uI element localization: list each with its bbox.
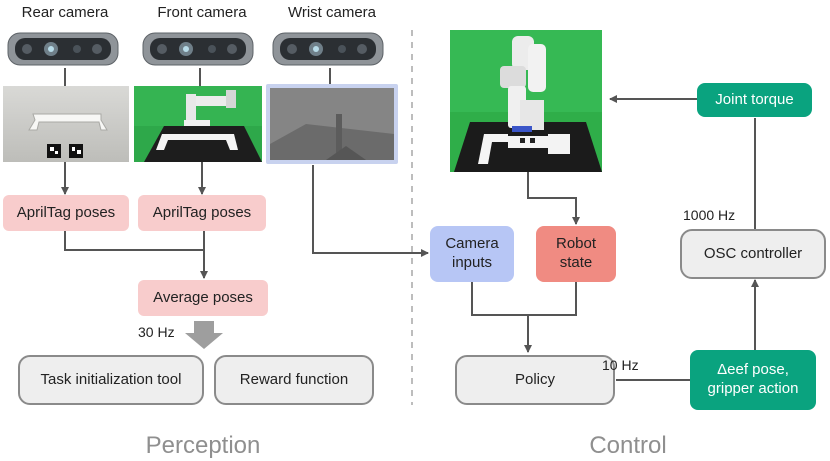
camera-inputs-box: Camera inputs <box>430 226 514 282</box>
front-camera-icon <box>142 32 254 66</box>
control-section-title: Control <box>589 432 667 459</box>
action-line2: gripper action <box>707 380 799 397</box>
average-poses-box: Average poses <box>138 280 268 316</box>
osc-controller-box: OSC controller <box>680 229 826 279</box>
camera-inputs-line1: Camera <box>445 235 499 253</box>
front-apriltag-poses-box: AprilTag poses <box>138 195 266 231</box>
robot-scene-image <box>450 30 602 172</box>
camera-inputs-to-policy-line <box>471 282 528 316</box>
camera-inputs-line2: inputs <box>451 254 493 271</box>
perception-rate-label: 30 Hz <box>138 324 175 340</box>
robot-state-line1: Robot <box>555 235 597 253</box>
action-box: Δeef pose, gripper action <box>690 350 816 410</box>
task-initialization-tool-box: Task initialization tool <box>18 355 204 405</box>
wrist-image-to-camera-inputs-arrow <box>312 165 429 257</box>
joint-torque-box: Joint torque <box>697 83 812 117</box>
rear-apriltag-to-average-line <box>64 231 204 251</box>
policy-box: Policy <box>455 355 615 405</box>
rear-apriltag-poses-box: AprilTag poses <box>3 195 129 231</box>
robot-state-box: Robot state <box>536 226 616 282</box>
rear-camera-label: Rear camera <box>21 4 109 21</box>
wrist-camera-image <box>266 84 398 164</box>
robot-state-to-policy-line <box>528 282 577 316</box>
wrist-camera-label: Wrist camera <box>287 4 377 21</box>
robot-state-line2: state <box>559 254 593 271</box>
average-to-tools-arrow <box>185 321 223 349</box>
reward-function-box: Reward function <box>214 355 374 405</box>
front-camera-label: Front camera <box>157 4 247 21</box>
front-camera-image <box>134 86 262 162</box>
policy-rate-label: 10 Hz <box>602 357 639 373</box>
osc-rate-label: 1000 Hz <box>683 207 736 223</box>
rear-camera-icon <box>7 32 119 66</box>
wrist-camera-icon <box>272 32 384 66</box>
perception-section-title: Perception <box>145 432 261 459</box>
robot-image-to-state-arrow <box>527 170 580 225</box>
rear-camera-image <box>3 86 129 162</box>
action-line1: Δeef pose, <box>717 361 789 379</box>
